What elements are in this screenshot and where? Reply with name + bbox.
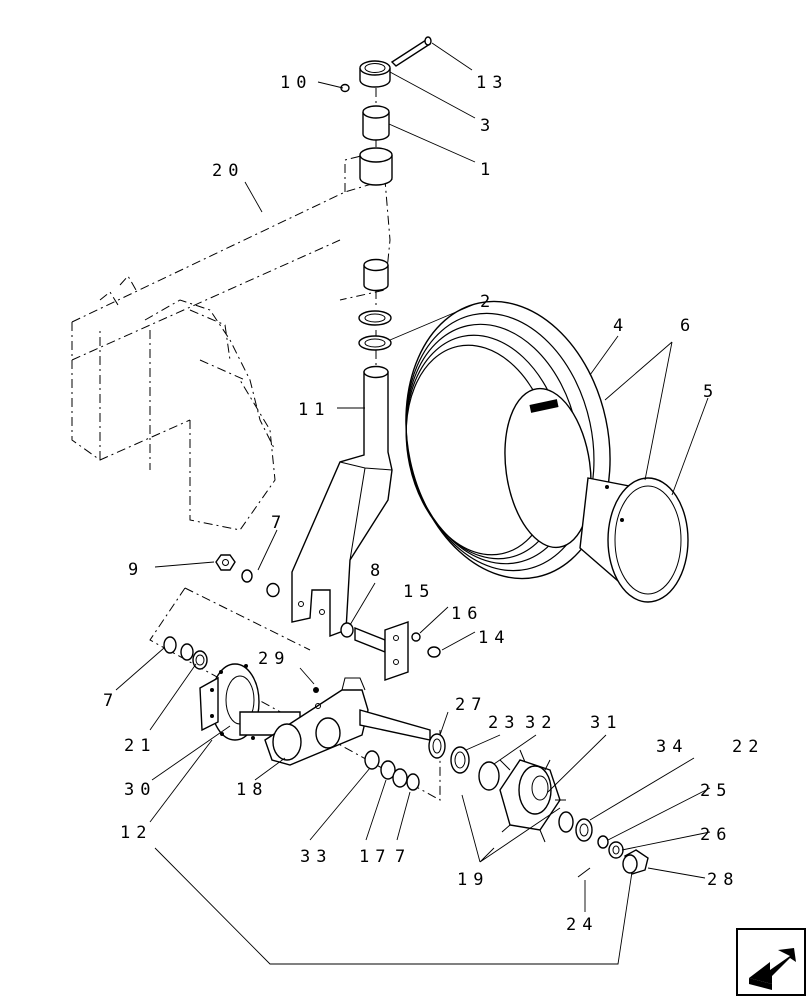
- callout-label: 8: [370, 561, 386, 581]
- callout-label: 12: [120, 823, 152, 843]
- rim-part-5: [579, 477, 689, 603]
- callout-label: 7: [271, 513, 287, 533]
- callout-label: 28: [707, 870, 739, 890]
- callout-label: 3: [480, 116, 496, 136]
- callout-label: 2: [480, 292, 496, 312]
- tire-part-4: [405, 300, 611, 580]
- axle-beam-part-18: [239, 677, 431, 766]
- bushing-small-upper: [266, 582, 280, 598]
- callout-label: 18: [236, 780, 268, 800]
- pin-part-13: [390, 36, 432, 67]
- seal-part-27: [428, 733, 446, 759]
- seal-part-21: [180, 643, 208, 670]
- callout-label: 30: [124, 780, 156, 800]
- callout-label: 13: [476, 73, 508, 93]
- callout-label: 34: [656, 737, 688, 757]
- callout-label: 20: [212, 161, 244, 181]
- seal-part-7-left: [163, 636, 177, 654]
- cup-part-34: [558, 811, 574, 833]
- callout-label: 7: [395, 847, 411, 867]
- callout-label: 32: [525, 713, 557, 733]
- nut-part-9: [215, 554, 236, 571]
- frame-pivot-tube: [359, 147, 393, 186]
- callout-label: 26: [700, 825, 732, 845]
- washer-part-7-upper: [241, 569, 253, 583]
- callout-label: 29: [258, 649, 290, 669]
- callout-label: 14: [478, 628, 510, 648]
- callout-label: 21: [124, 736, 156, 756]
- seal-part-7-lower: [406, 773, 420, 791]
- leader-lines: [115, 42, 711, 965]
- bearing-part-22: [575, 818, 593, 842]
- callout-label: 17: [359, 847, 391, 867]
- next-page-arrow-icon[interactable]: [736, 928, 806, 996]
- grease-fitting-part-29: [313, 687, 319, 693]
- callout-label: 7: [103, 691, 119, 711]
- bearing-part-17: [380, 760, 408, 788]
- washer-part-33: [364, 750, 380, 770]
- callout-label: 4: [613, 316, 629, 336]
- nut-part-26: [608, 841, 624, 859]
- washers-part-2: [358, 310, 392, 351]
- hub-part-31: [499, 749, 566, 843]
- callout-label: 1: [480, 160, 496, 180]
- bushing-lower: [363, 258, 389, 292]
- callout-label: 6: [680, 316, 696, 336]
- callout-label: 25: [700, 781, 732, 801]
- bolt-part-14: [427, 646, 441, 658]
- washer-part-25: [597, 835, 609, 849]
- callout-label: 23: [488, 713, 520, 733]
- callout-label: 33: [300, 847, 332, 867]
- washer-part-16: [411, 632, 421, 642]
- callout-labels: 1 2 3 4 5 6 7 7 7 8 9 10 11 12 13 14 15 …: [103, 73, 764, 935]
- pin-plate-part-15: [354, 621, 409, 681]
- collar-part-3: [359, 60, 391, 88]
- callout-label: 15: [403, 582, 435, 602]
- bearing-part-23: [450, 746, 470, 774]
- callout-label: 16: [451, 604, 483, 624]
- callout-label: 11: [298, 400, 330, 420]
- bushing-part-1: [362, 105, 390, 141]
- callout-label: 10: [280, 73, 312, 93]
- callout-label: 5: [703, 382, 719, 402]
- dust-cap-part-28: [622, 849, 649, 875]
- bushing-part-8: [340, 622, 354, 638]
- spindle-arm-part-11: [291, 365, 393, 638]
- cotter-pin-part-24: [577, 867, 591, 878]
- bearing-cup-part-32: [478, 761, 500, 791]
- callout-label: 22: [732, 737, 764, 757]
- callout-label: 24: [566, 915, 598, 935]
- callout-label: 19: [457, 870, 489, 890]
- callout-label: 31: [590, 713, 622, 733]
- callout-label: 27: [455, 695, 487, 715]
- callout-label: 9: [128, 560, 144, 580]
- washer-part-10: [340, 83, 350, 93]
